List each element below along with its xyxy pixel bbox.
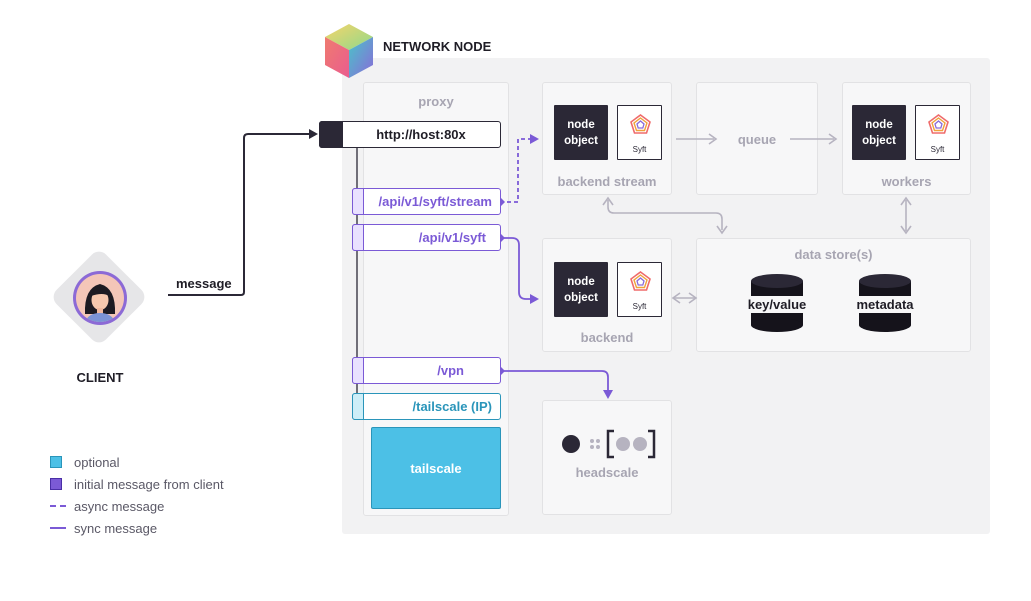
queue-label: queue [737,132,777,147]
data-store-title: data store(s) [794,247,873,262]
network-node-title: NETWORK NODE [383,39,492,54]
client-avatar-icon [73,271,127,325]
legend-item-optional: optional [50,451,280,473]
workers-node-object: node object [852,105,906,160]
route-tab [352,224,364,251]
legend-initial-message-label: initial message from client [74,476,224,492]
client-message-label: message [176,276,232,291]
route-syft-stream-label: /api/v1/syft/stream [378,194,492,209]
host-endpoint: http://host:80x [319,121,501,148]
tailscale-box: tailscale [371,427,501,509]
route-vpn-label: /vpn [437,363,464,378]
optional-swatch [50,456,62,468]
initial-message-swatch [50,478,62,490]
host-endpoint-tab [319,121,343,148]
route-tab-optional [352,393,364,420]
syft-label: Syft [930,145,945,154]
metadata-label: metadata [856,297,914,312]
workers-label: workers [881,174,932,189]
route-syft-label: /api/v1/syft [418,230,486,245]
data-store-card [696,238,971,352]
syft-icon [630,114,651,134]
node-object-label: node object [564,118,598,147]
route-syft-stream: /api/v1/syft/stream [352,188,501,215]
syft-label: Syft [632,302,647,311]
legend-sync-label: sync message [74,520,158,536]
route-tailscale-label: /tailscale (IP) [412,399,492,414]
backend-node-object: node object [554,262,608,317]
key-value-label-bg [742,296,812,313]
node-object-label: node object [564,275,598,304]
async-line-swatch [50,505,66,507]
route-syft: /api/v1/syft [352,224,501,251]
route-tailscale: /tailscale (IP) [352,393,501,420]
node-object-label: node object [862,118,896,147]
backend-stream-syft-logo: Syft [617,105,662,160]
syft-label: Syft [632,145,647,154]
host-endpoint-label: http://host:80x [376,127,466,142]
proxy-label: proxy [418,94,454,109]
headscale-logo-icon [562,429,656,459]
backend-label: backend [580,330,634,345]
legend-optional-label: optional [74,454,120,470]
route-tab [352,188,364,215]
workers-syft-logo: Syft [915,105,960,160]
legend-async-label: async message [74,498,165,514]
tailscale-label: tailscale [410,460,462,476]
syft-icon [630,271,651,291]
metadata-label-bg [852,296,918,313]
headscale-label: headscale [575,465,639,480]
client-label: CLIENT [76,370,124,385]
backend-stream-label: backend stream [557,174,657,189]
legend-item-sync: sync message [50,517,280,539]
key-value-label: key/value [747,297,807,312]
legend: optional initial message from client asy… [50,451,280,539]
sync-line-swatch [50,527,66,529]
syft-icon [928,114,949,134]
route-vpn: /vpn [352,357,501,384]
backend-stream-node-object: node object [554,105,608,160]
legend-item-async: async message [50,495,280,517]
route-tab [352,357,364,384]
backend-syft-logo: Syft [617,262,662,317]
legend-item-initial-message: initial message from client [50,473,280,495]
network-node-cube-icon [325,24,373,78]
